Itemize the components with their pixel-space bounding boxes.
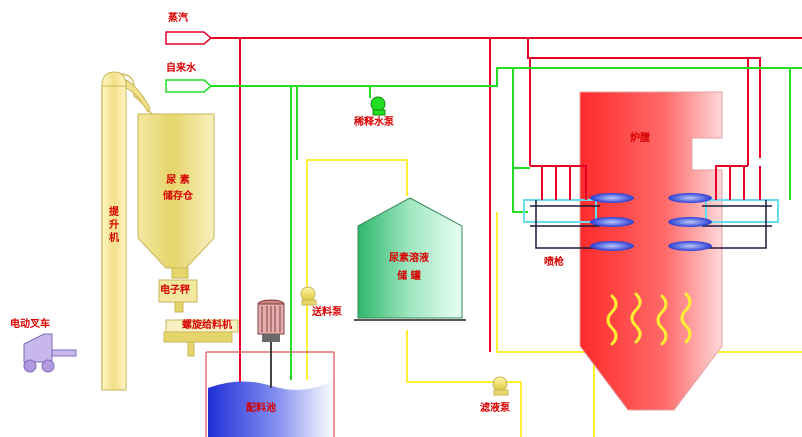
- urea-silo: [137, 113, 215, 313]
- spray-gun-label: 喷枪: [544, 257, 564, 268]
- steam-label: 蒸汽: [168, 13, 188, 24]
- solution-tank-label-line2: 储 罐: [397, 271, 421, 282]
- silo-label-line1: 尿 素: [166, 175, 190, 186]
- solution-tank-label-line1: 尿素溶液: [389, 253, 429, 264]
- mixing-pool-label: 配料池: [246, 403, 276, 414]
- solution-tank: [354, 197, 466, 321]
- flames: [606, 292, 692, 346]
- spray-nozzles: [590, 193, 712, 251]
- filter-pump-icon: [492, 376, 509, 396]
- dilution-pump-icon: [370, 96, 386, 116]
- filter-pump-label: 滤液泵: [480, 403, 510, 414]
- elevator: [101, 71, 155, 391]
- electronic-scale-label: 电子秤: [160, 285, 190, 296]
- screw-feeder: [163, 319, 239, 357]
- injector-pipes: [530, 200, 772, 249]
- spray-frame: [523, 199, 779, 223]
- tap-water-label: 自来水: [166, 63, 196, 74]
- mixer-motor: [257, 299, 285, 388]
- steam-line: [208, 37, 802, 437]
- transfer-pump-label: 送料泵: [312, 307, 342, 318]
- forklift: [23, 333, 77, 373]
- forklift-label: 电动叉车: [10, 319, 50, 330]
- transfer-pump-icon: [300, 286, 317, 306]
- steam-inlet-arrow: [165, 31, 213, 45]
- elevator-label: 提升机: [109, 207, 119, 244]
- boiler: [579, 91, 723, 411]
- dilution-pump-label: 稀释水泵: [354, 117, 394, 128]
- screw-feeder-label: 螺旋给料机: [182, 320, 232, 331]
- silo-label-line2: 储存仓: [163, 191, 193, 202]
- furnace-label: 炉膛: [630, 133, 650, 144]
- steam-comb: [530, 165, 761, 200]
- water-inlet-arrow: [165, 79, 213, 93]
- mixing-pool: [205, 351, 335, 437]
